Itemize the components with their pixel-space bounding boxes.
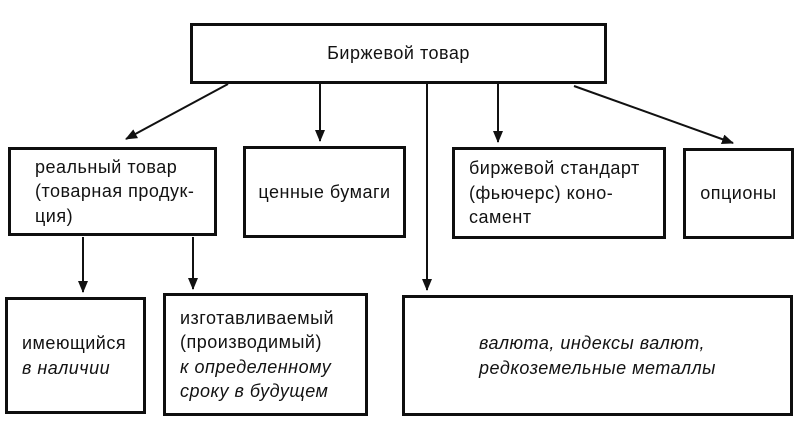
- node-exchange-commodity-label: Биржевой товар: [327, 43, 470, 64]
- node-manufactured-to-deadline: изготавливаемый (производимый) к определ…: [163, 293, 368, 416]
- arrow-root-to-real-goods: [125, 83, 229, 140]
- node-exchange-standard-label: биржевой стандарт (фьючерс) коно- самент: [469, 158, 640, 228]
- arrow-root-to-options: [573, 85, 734, 144]
- node-securities-label: ценные бумаги: [258, 181, 391, 202]
- node-real-goods: реальный товар (товарная продук- ция): [8, 147, 217, 236]
- node-exchange-commodity: Биржевой товар: [190, 23, 607, 84]
- node-options-label: опционы: [700, 183, 777, 204]
- node-real-goods-label: реальный товар (товарная продук- ция): [35, 156, 195, 226]
- node-options: опционы: [683, 148, 794, 239]
- node-securities: ценные бумаги: [243, 146, 406, 238]
- node-manufactured-label-italic: к определенному сроку в будущем: [180, 356, 332, 402]
- node-manufactured-label-regular: изготавливаемый (производимый): [180, 307, 335, 353]
- node-exchange-standard: биржевой стандарт (фьючерс) коно- самент: [452, 147, 666, 239]
- node-available-in-stock: имеющийся в наличии: [5, 297, 146, 414]
- node-currency-indexes-metals: валюта, индексы валют, редкоземельные ме…: [402, 295, 793, 416]
- node-available-label-italic: в наличии: [22, 357, 111, 378]
- node-currency-label: валюта, индексы валют, редкоземельные ме…: [479, 333, 716, 378]
- node-available-label-regular: имеющийся: [22, 333, 127, 353]
